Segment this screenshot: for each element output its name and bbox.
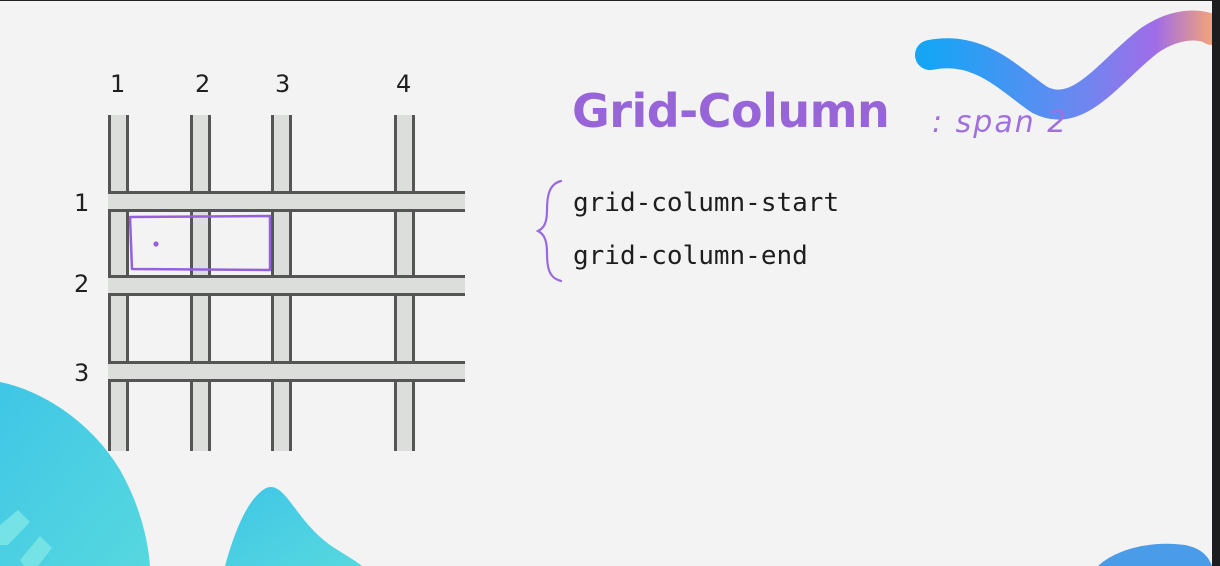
cyan-stripe [20,536,52,566]
cyan-blob-left [0,382,150,566]
curly-brace-icon [535,179,563,283]
column-line-label: 3 [275,70,291,98]
handwritten-annotation: : span 2 [932,105,1068,140]
row-line-label: 1 [74,189,90,217]
slide-title: Grid-Column [572,84,890,138]
column-line-label: 2 [195,70,211,98]
selection-dot [153,241,159,247]
gradient-wave-shape [915,10,1220,120]
column-line-label: 1 [110,70,126,98]
column-line-label: 4 [396,70,412,98]
row-line-label: 3 [74,359,90,387]
property-grid-column-end: grid-column-end [573,241,808,271]
grid-row-line [108,275,465,296]
selected-grid-area [128,214,272,272]
row-line-label: 2 [74,270,90,298]
grid-row-line [108,361,465,382]
cyan-blob-bottom [225,486,362,566]
property-grid-column-start: grid-column-start [573,188,840,218]
window-right-edge [1212,0,1220,566]
window-top-edge [0,0,1220,1]
blue-blob-corner [1098,543,1212,566]
cyan-stripe [0,510,30,545]
svg-text:: span 2: : span 2 [932,105,1068,140]
grid-row-line [108,191,465,212]
